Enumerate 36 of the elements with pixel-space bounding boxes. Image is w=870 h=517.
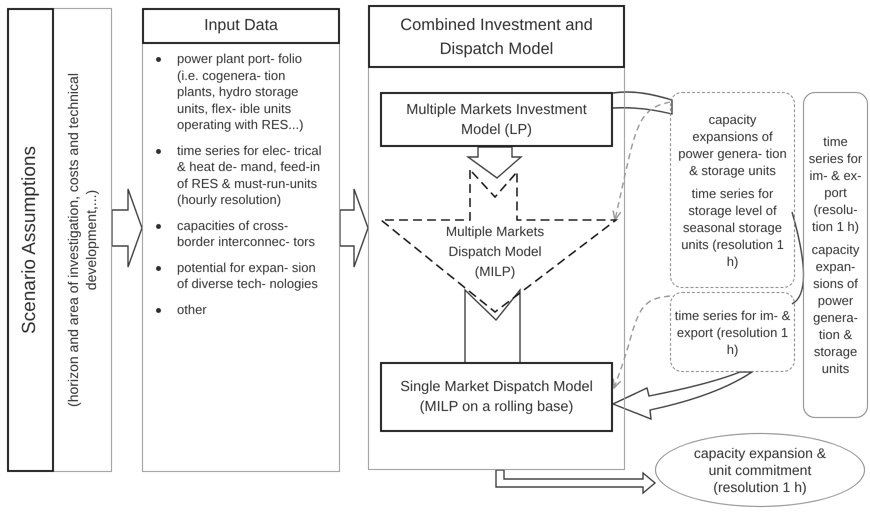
block-arrow (339, 188, 369, 268)
model-box (380, 92, 613, 147)
output-ellipse (655, 433, 865, 507)
dashed-arrow (612, 295, 670, 389)
model-container (368, 5, 625, 470)
chevron-arrow (466, 146, 523, 179)
result-box (670, 92, 795, 288)
bullet-text: potential for expan- sion of diverse tech- nologies (177, 260, 318, 291)
block-arrow (495, 469, 656, 494)
bullet-text: time series for elec- trical & heat de- mand, feed-in of RES & must-run-units (hourly resolution) (177, 142, 322, 207)
box-text: time series for storage level of seasonal storage units (resolution 1 h) (680, 184, 785, 270)
block-arrow (612, 371, 753, 420)
box-text: capacity expansions of power genera- tion & storage units (677, 110, 788, 178)
heading: Input Data (203, 16, 279, 36)
model-label: Multiple Markets Dispatch Model (MILP) (444, 223, 546, 281)
assumptions-panel (7, 8, 112, 472)
panel-subtitle: (horizon and area of investigation, costs and technical development,...) (64, 72, 100, 409)
input-panel (142, 8, 340, 472)
bullet-text: power plant port- folio (i.e. cogenera- tion plants, hydro storage units, flex- ible units operating with RES...) (177, 51, 304, 132)
dashed-arrow (612, 101, 670, 221)
box-text: time series for im- & export (resolution 1 h) (674, 306, 791, 358)
band-arrow (612, 91, 673, 115)
model-box (380, 362, 613, 432)
notched-arrow (464, 288, 521, 363)
result-box (803, 92, 868, 418)
bullet-text: other (177, 302, 207, 316)
block-arrow (111, 188, 143, 268)
box-text: Single Market Dispatch Model (MILP on a rolling base) (399, 378, 594, 417)
result-box (670, 292, 795, 372)
bullet-text: capacities of cross- border interconnec- tors (177, 218, 316, 249)
box-text: capacity expan- sions of power genera- tion & storage units (810, 241, 860, 377)
box-text: capacity expansion & unit commitment (resolution 1 h) (692, 444, 828, 496)
panel-heading: Scenario Assumptions (18, 144, 41, 336)
heading: Combined Investment and Dispatch Model (399, 14, 594, 60)
box-text: time series for im- & ex- port (resolu- tion 1 h) (808, 133, 864, 235)
box-text: Multiple Markets Investment Model (LP) (405, 100, 588, 140)
